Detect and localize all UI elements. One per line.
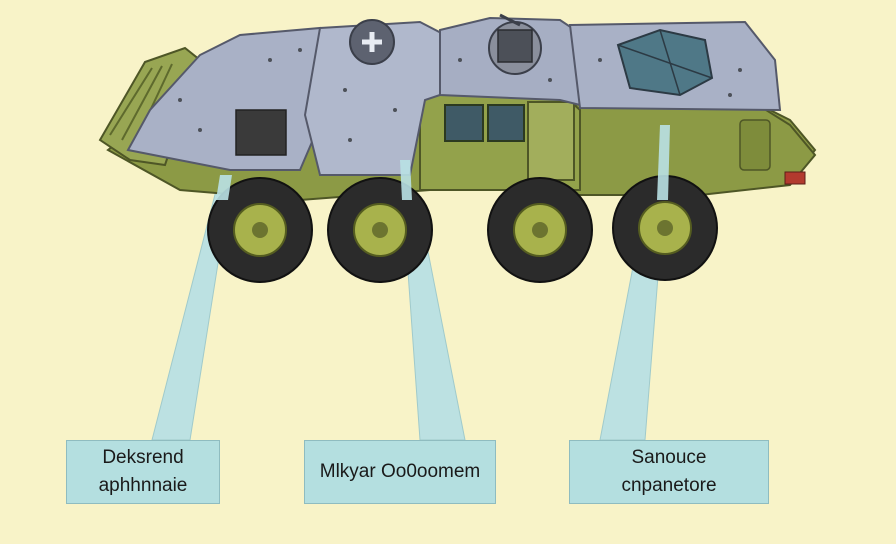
window-left bbox=[444, 104, 484, 142]
wheels bbox=[207, 175, 718, 283]
callout-right-line1: Sanouce bbox=[631, 446, 707, 468]
armor-mid bbox=[303, 20, 447, 176]
callout-label-right: Sanouce cnpanetore bbox=[569, 440, 769, 504]
side-door bbox=[527, 101, 575, 181]
callout-label-middle: Mlkyar Oo0oomem bbox=[304, 440, 496, 504]
callout-right-line2: cnpanetore bbox=[621, 475, 717, 496]
armor-plating bbox=[126, 13, 782, 176]
callout-left-line2: aphhnnaie bbox=[98, 475, 188, 496]
vent-grille bbox=[235, 109, 287, 156]
callout-middle-line1: Mlkyar Oo0oomem bbox=[319, 460, 481, 482]
rear-hatch-glass bbox=[616, 28, 714, 97]
wheel-2 bbox=[327, 177, 433, 283]
callout-label-left: Deksrend aphhnnaie bbox=[66, 440, 220, 504]
wheel-3 bbox=[487, 177, 593, 283]
callout-left-line1: Deksrend bbox=[102, 446, 184, 468]
window-right bbox=[487, 104, 525, 142]
wheel-1 bbox=[207, 177, 313, 283]
wheel-4 bbox=[612, 175, 718, 281]
